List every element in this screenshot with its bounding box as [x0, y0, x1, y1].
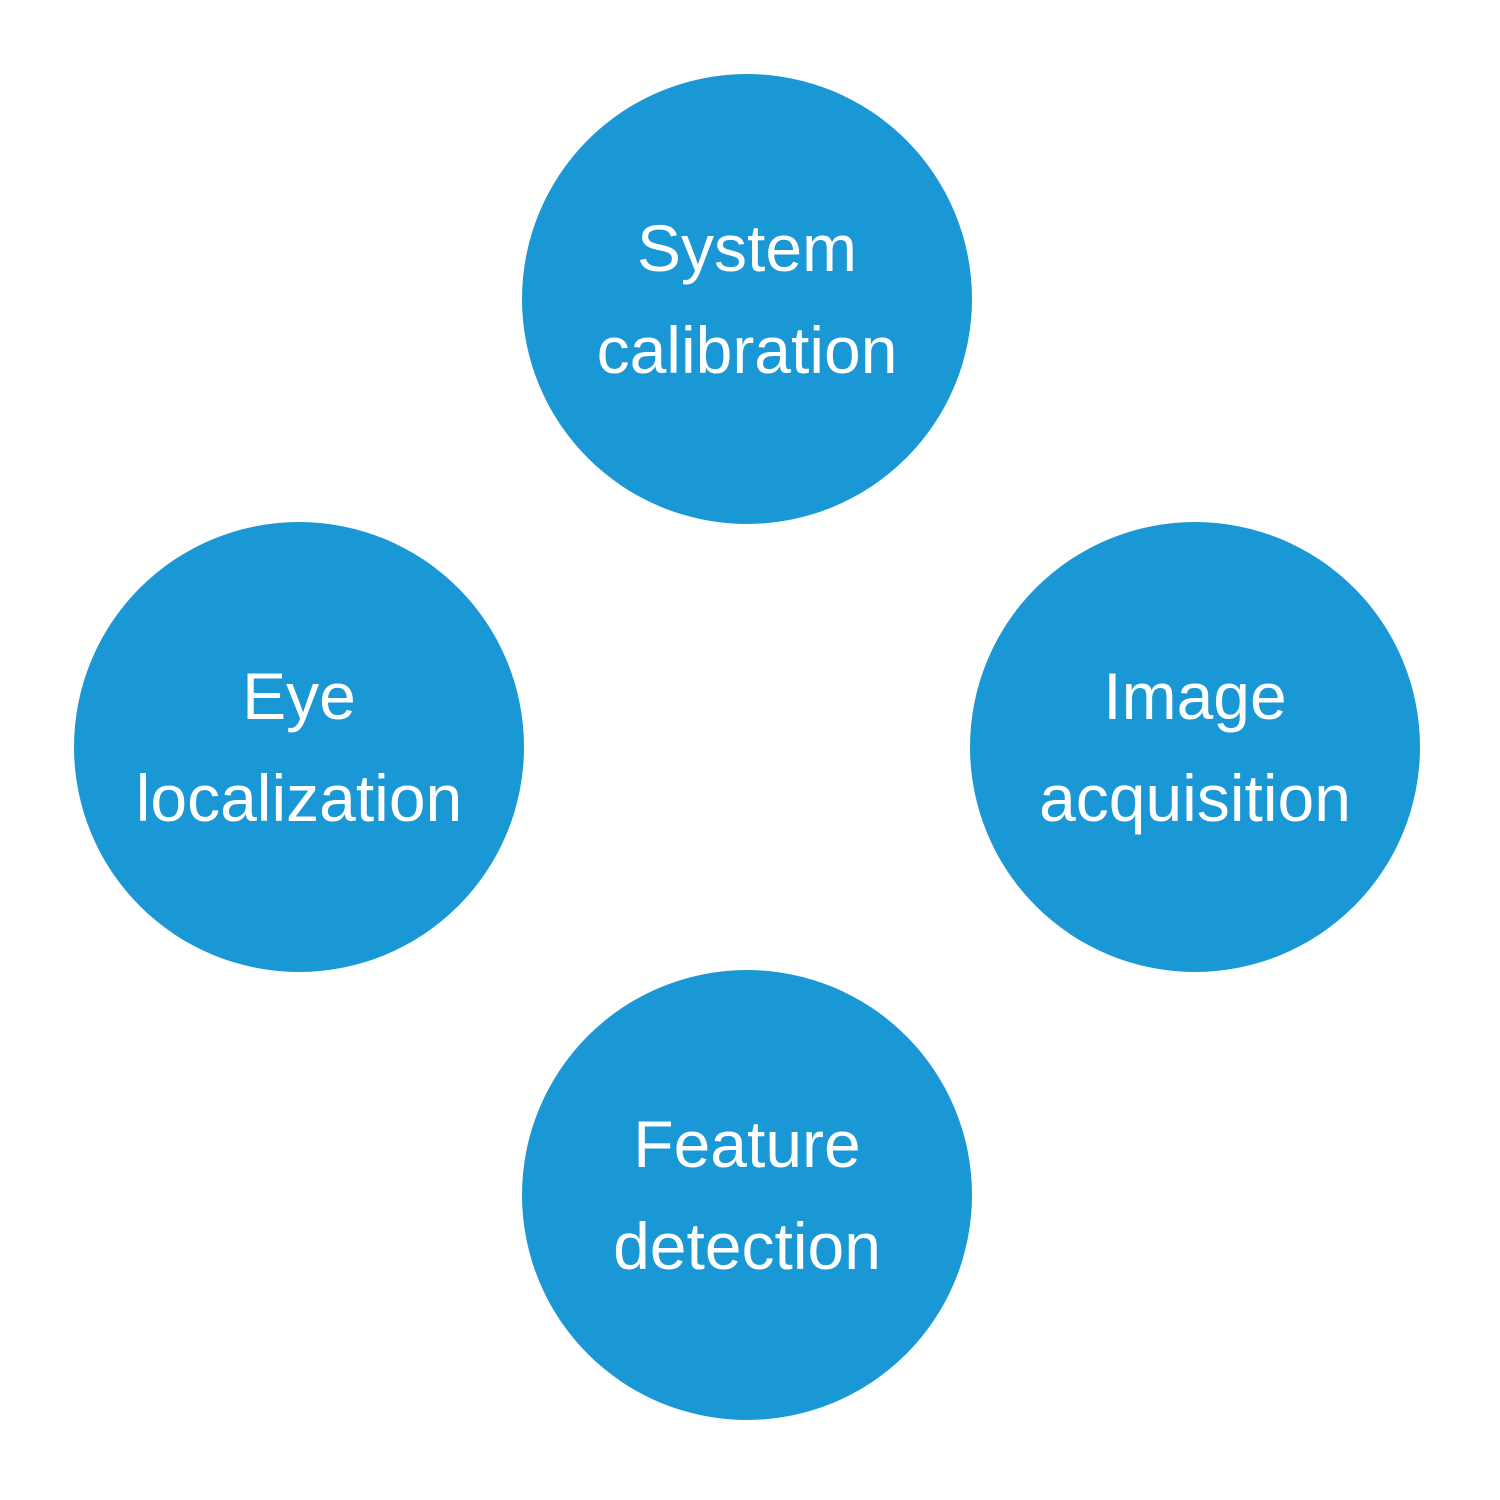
node-image-acquisition: Image acquisition	[970, 522, 1420, 972]
node-label-line-1: Eye	[242, 659, 356, 733]
node-eye-localization: Eye localization	[74, 522, 524, 972]
node-label-line-2: acquisition	[1039, 761, 1351, 835]
node-system-calibration: System calibration	[522, 74, 972, 524]
node-feature-detection: Feature detection	[522, 970, 972, 1420]
node-label-line-2: calibration	[596, 313, 898, 387]
node-label-line-1: System	[636, 211, 858, 285]
node-label-line-1: Image	[1103, 659, 1287, 733]
node-label-line-2: detection	[613, 1209, 881, 1283]
node-label-line-2: localization	[135, 761, 463, 835]
node-label-line-1: Feature	[633, 1107, 861, 1181]
